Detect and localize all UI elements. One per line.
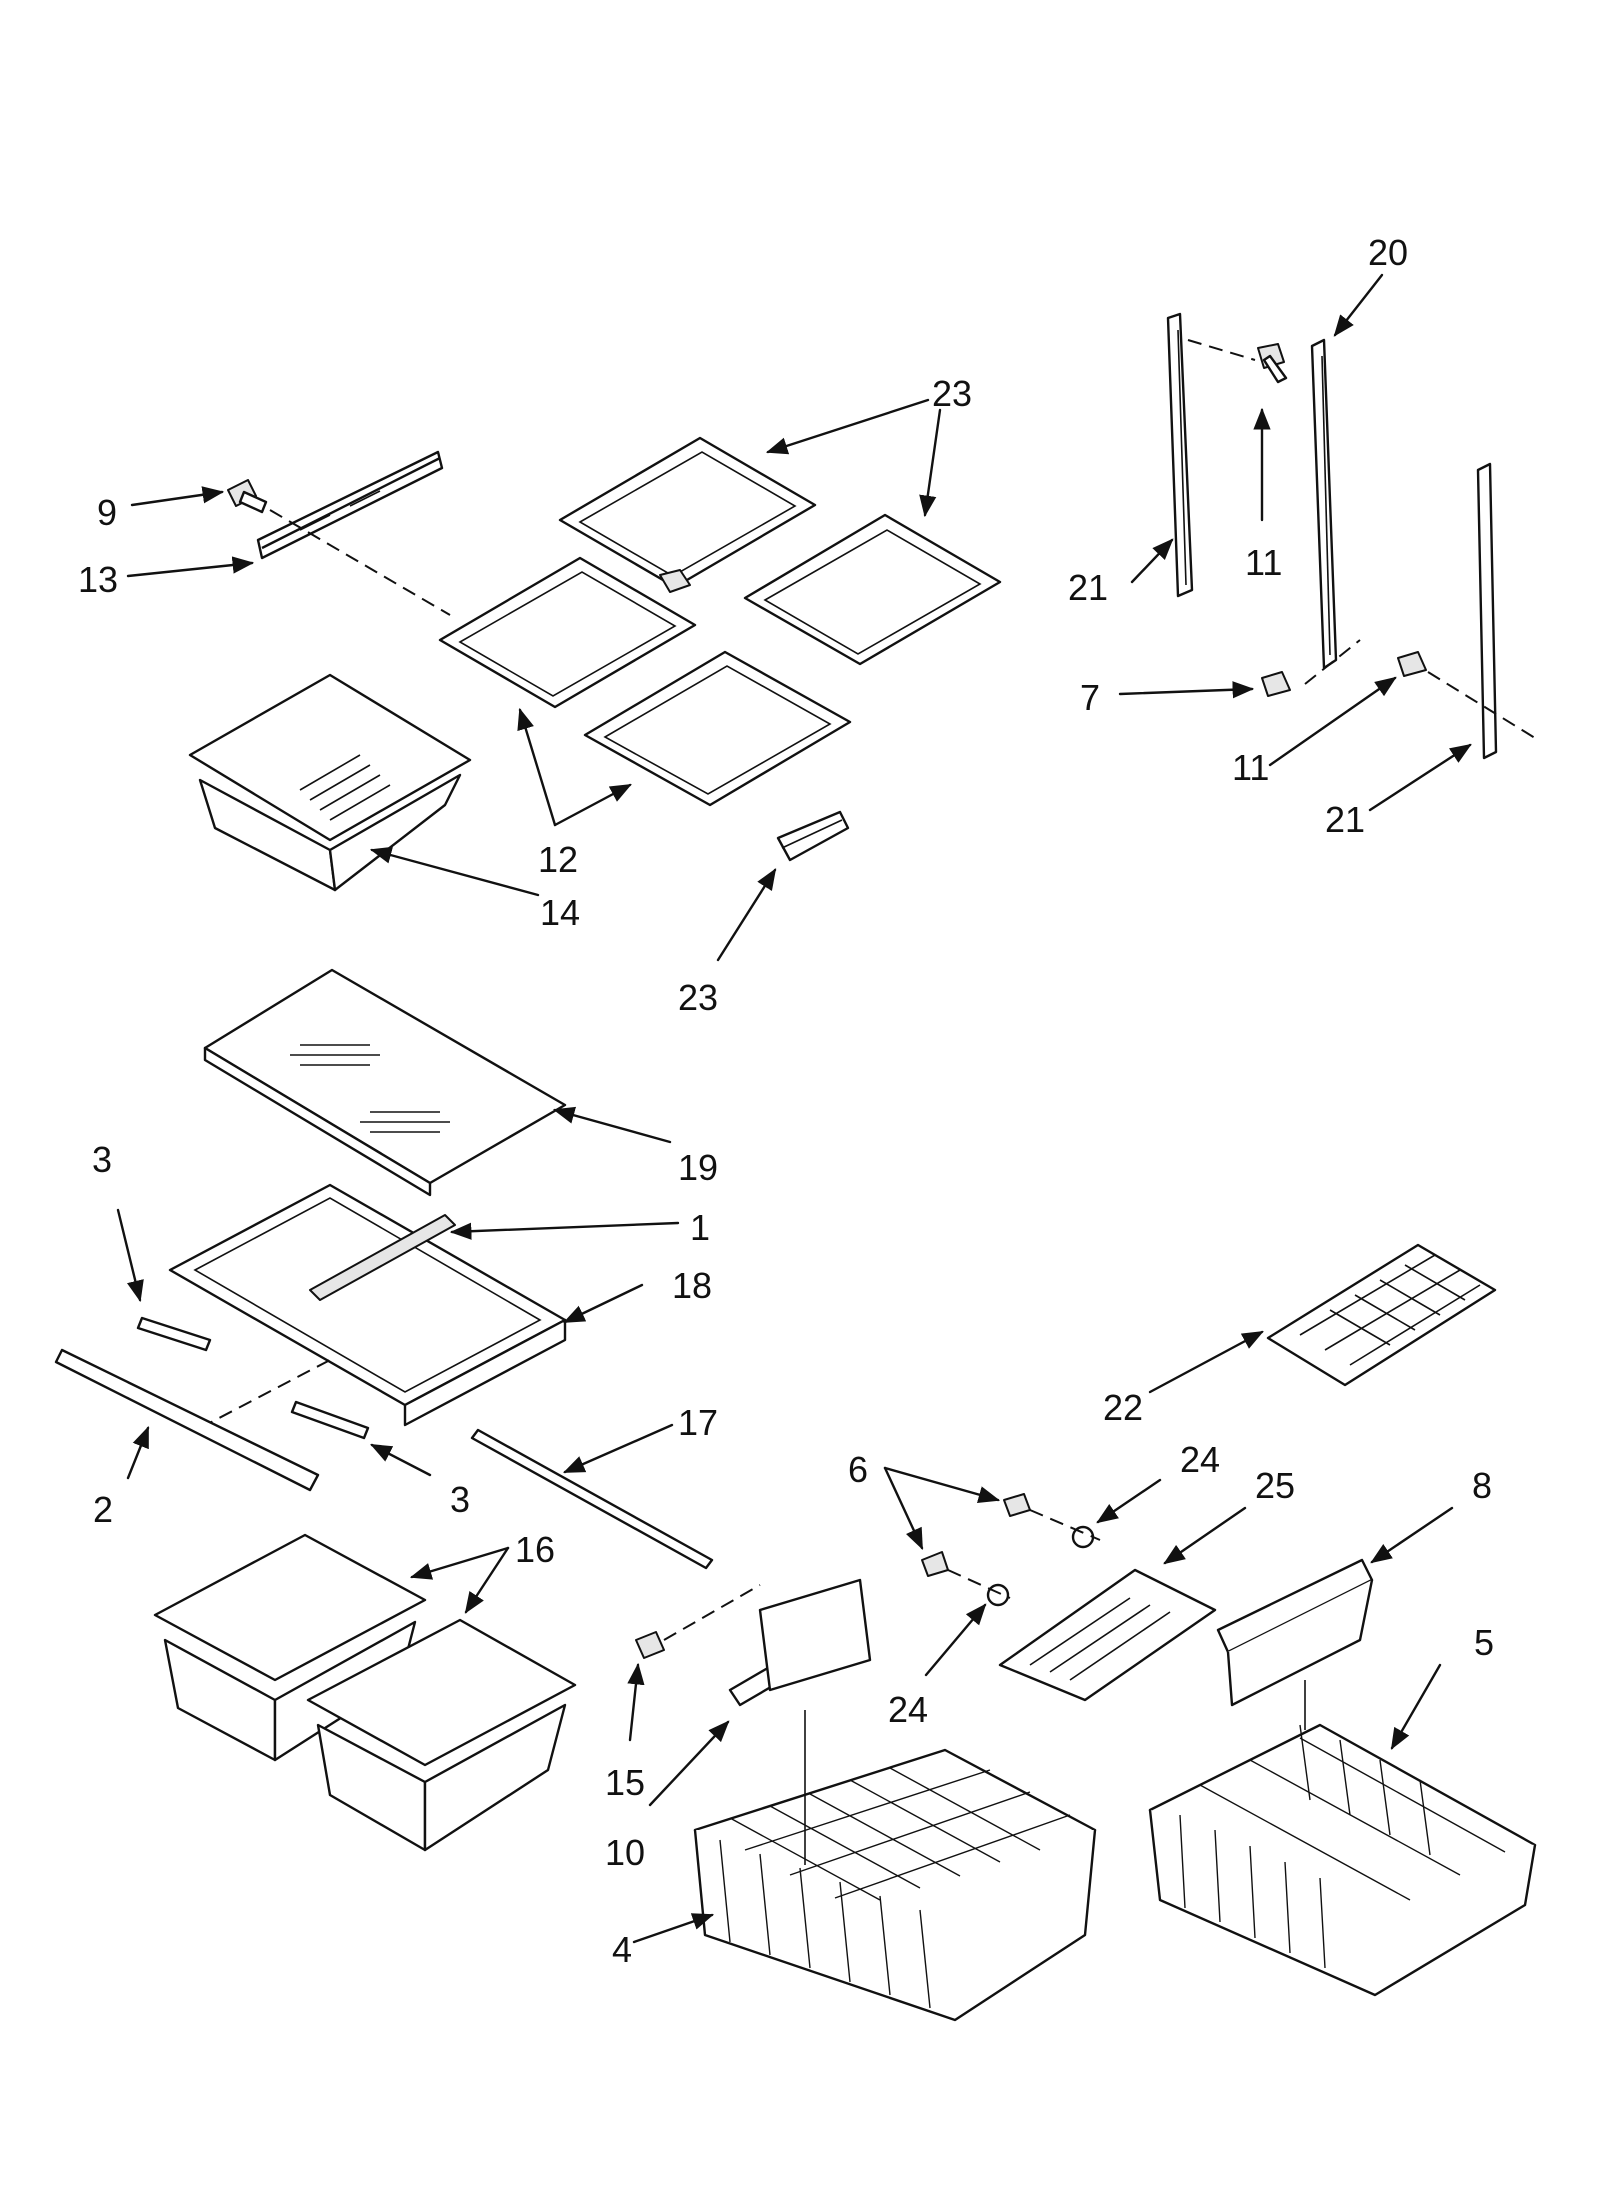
crisper-pan-upper: [188, 673, 472, 892]
callout-1: 1: [690, 1207, 710, 1248]
callout-14: 14: [540, 892, 580, 933]
bin-part: [998, 1568, 1217, 1702]
drawer-frame-assembly: [168, 1183, 567, 1427]
screw-part: [1261, 671, 1291, 697]
shelf-frame-top: [558, 436, 817, 593]
callout-23: 23: [678, 977, 718, 1018]
bracket-part: [290, 1400, 370, 1440]
screw-part: [635, 1631, 665, 1659]
callout-24: 24: [1180, 1439, 1220, 1480]
shelf-frame-lower: [583, 650, 852, 807]
callout-6: 6: [848, 1449, 868, 1490]
wire-basket-right: [1148, 1723, 1537, 1997]
shelf-rail-part: [256, 450, 444, 560]
callout-3: 3: [92, 1139, 112, 1180]
shelf-track-center: [1310, 338, 1338, 670]
washer-part: [986, 1583, 1010, 1607]
callout-16: 16: [515, 1529, 555, 1570]
shelf-frame-middle: [438, 556, 697, 709]
rod-part: [470, 1428, 714, 1570]
basket-bracket: [728, 1578, 872, 1707]
wire-basket-left: [693, 1710, 1097, 2022]
screw-part: [1003, 1493, 1031, 1517]
callout-5: 5: [1474, 1622, 1494, 1663]
callout-18: 18: [672, 1265, 712, 1306]
callout-11: 11: [1232, 747, 1269, 788]
callout-24: 24: [888, 1689, 928, 1730]
callout-4: 4: [612, 1929, 632, 1970]
shelf-track-right: [1476, 462, 1498, 760]
callout-13: 13: [78, 559, 118, 600]
crisper-drawer-right: [306, 1618, 577, 1852]
callout-7: 7: [1080, 677, 1100, 718]
callout-9: 9: [97, 492, 117, 533]
callout-20: 20: [1368, 232, 1408, 273]
callout-21: 21: [1325, 799, 1365, 840]
callout-3: 3: [450, 1479, 470, 1520]
callout-25: 25: [1255, 1465, 1295, 1506]
callout-17: 17: [678, 1402, 718, 1443]
glass-shelf: [203, 968, 567, 1197]
callout-11: 11: [1245, 542, 1282, 583]
shelf-clip-part: [776, 810, 850, 862]
callout-23: 23: [932, 373, 972, 414]
leader-lines: [116, 273, 1472, 1944]
callout-15: 15: [605, 1762, 645, 1803]
screw-part: [1257, 343, 1288, 384]
drawer-trim-part: [54, 1348, 320, 1492]
shelf-frame-right: [743, 513, 1002, 666]
callout-12: 12: [538, 839, 578, 880]
screw-part: [1397, 651, 1427, 677]
shelf-track-left: [1166, 312, 1194, 598]
bracket-part: [136, 1316, 212, 1352]
callout-labels: 9 13 23 12 14 23 20 21 11 7 11 21 19 1 1…: [78, 232, 1494, 1970]
callout-8: 8: [1472, 1465, 1492, 1506]
ice-tray-part: [1266, 1243, 1497, 1387]
callout-19: 19: [678, 1147, 718, 1188]
callout-2: 2: [93, 1489, 113, 1530]
callout-21: 21: [1068, 567, 1108, 608]
screw-part: [921, 1551, 949, 1577]
basket-divider: [1216, 1558, 1374, 1707]
callout-10: 10: [605, 1832, 645, 1873]
callout-22: 22: [1103, 1387, 1143, 1428]
screw-part: [227, 479, 268, 514]
